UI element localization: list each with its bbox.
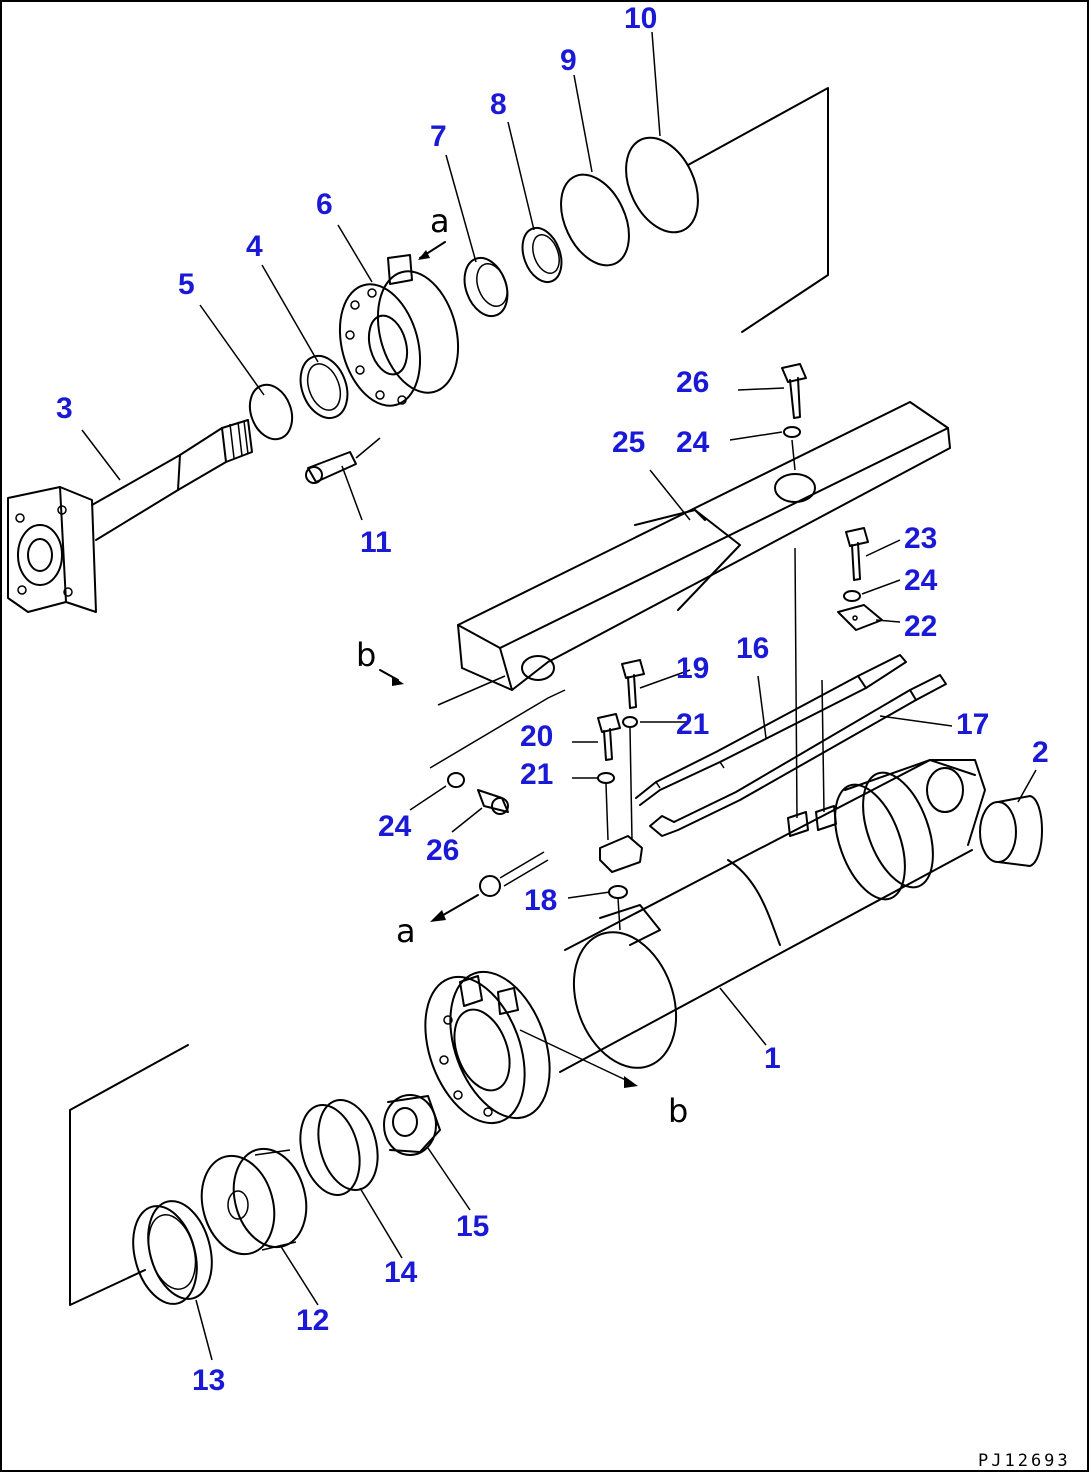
callout-11[interactable]: 11 xyxy=(360,526,392,559)
ref-arrow-b-left xyxy=(379,669,404,686)
cylinder-head xyxy=(338,254,460,407)
callout-14[interactable]: 14 xyxy=(384,1256,418,1289)
upper-group-frame xyxy=(687,87,829,333)
ref-letter-b-bottom: b xyxy=(668,1092,688,1130)
bolt-26-top xyxy=(781,363,807,471)
callout-25[interactable]: 25 xyxy=(612,426,645,459)
fitting-24-26-left xyxy=(447,772,509,815)
leader-verticals xyxy=(794,547,825,819)
ring-14 xyxy=(299,1098,379,1197)
bolt-23 xyxy=(837,527,883,631)
callout-2[interactable]: 2 xyxy=(1032,736,1049,769)
callout-24-left[interactable]: 24 xyxy=(378,810,412,843)
piston-rod xyxy=(7,419,253,613)
ring-5 xyxy=(248,383,294,441)
leader-lines xyxy=(81,31,1037,1361)
tube-flange xyxy=(424,970,551,1125)
ring-13 xyxy=(132,1200,213,1305)
callout-22[interactable]: 22 xyxy=(904,610,937,643)
callout-7[interactable]: 7 xyxy=(430,120,447,153)
callout-21-upper[interactable]: 21 xyxy=(676,708,709,741)
tube-17 xyxy=(479,674,947,897)
ring-10 xyxy=(625,136,699,234)
lower-group-frame xyxy=(69,1044,189,1306)
bushing-7 xyxy=(463,256,509,318)
fitting-11 xyxy=(305,437,381,484)
drawing-code: PJ12693 xyxy=(978,1451,1071,1471)
bushing-2 xyxy=(979,795,1043,867)
seal-8 xyxy=(521,226,563,284)
callout-20[interactable]: 20 xyxy=(520,720,553,753)
callout-5[interactable]: 5 xyxy=(178,268,195,301)
callout-3[interactable]: 3 xyxy=(56,392,73,425)
bolt-20 xyxy=(597,713,621,841)
callout-1[interactable]: 1 xyxy=(764,1042,781,1075)
callout-24-top[interactable]: 24 xyxy=(676,426,710,459)
ref-letter-b-left: b xyxy=(356,636,376,674)
callout-19[interactable]: 19 xyxy=(676,652,709,685)
cover-guard xyxy=(429,401,951,769)
callout-24-right[interactable]: 24 xyxy=(904,564,938,597)
ref-letter-a-bottom: a xyxy=(396,912,416,950)
callout-4[interactable]: 4 xyxy=(246,230,263,263)
callout-6[interactable]: 6 xyxy=(316,188,333,221)
callout-18[interactable]: 18 xyxy=(524,884,557,917)
piston-12 xyxy=(200,1147,308,1256)
callout-26-left[interactable]: 26 xyxy=(426,834,459,867)
ref-arrow-b-bottom xyxy=(519,1029,638,1088)
ref-arrow-a-top xyxy=(418,241,446,260)
ref-letter-a-top: a xyxy=(430,202,450,240)
ring-9 xyxy=(560,173,630,267)
callout-15[interactable]: 15 xyxy=(456,1210,489,1243)
callout-23[interactable]: 23 xyxy=(904,522,937,555)
callout-13[interactable]: 13 xyxy=(192,1364,225,1397)
callout-9[interactable]: 9 xyxy=(560,44,577,77)
nut-15 xyxy=(383,1094,441,1156)
ring-4 xyxy=(299,355,349,419)
callout-26-top[interactable]: 26 xyxy=(676,366,709,399)
callout-8[interactable]: 8 xyxy=(490,88,507,121)
cylinder-tube xyxy=(559,759,986,1073)
ref-arrow-a-bottom xyxy=(430,894,479,922)
bolt-19 xyxy=(621,659,645,841)
tube-16 xyxy=(635,654,907,806)
callout-21-lower[interactable]: 21 xyxy=(520,758,553,791)
callout-17[interactable]: 17 xyxy=(956,708,989,741)
callout-12[interactable]: 12 xyxy=(296,1304,329,1337)
callout-16[interactable]: 16 xyxy=(736,632,769,665)
callout-10[interactable]: 10 xyxy=(624,2,657,35)
